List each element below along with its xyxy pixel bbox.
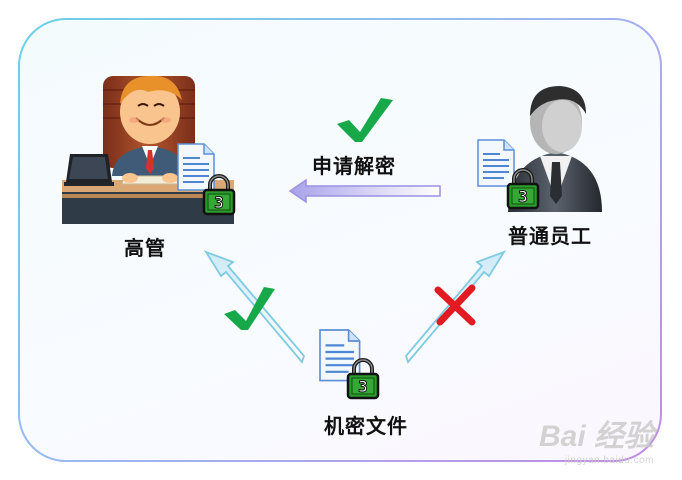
watermark-brand: Bai 经验 bbox=[538, 420, 654, 453]
executive-illustration bbox=[62, 75, 234, 224]
executive-label: 高管 bbox=[124, 236, 166, 260]
file-to-executive-arrow bbox=[203, 250, 306, 364]
svg-text:3: 3 bbox=[518, 187, 528, 206]
svg-text:3: 3 bbox=[214, 193, 224, 212]
check-mark-icon bbox=[224, 287, 275, 330]
executive-lock-icon: 3 bbox=[202, 174, 236, 216]
file-to-employee-arrow bbox=[404, 250, 507, 364]
confidential-file-label: 机密文件 bbox=[324, 414, 408, 438]
request-arrow bbox=[288, 178, 441, 204]
employee-lock-icon: 3 bbox=[506, 168, 540, 210]
watermark: Bai 经验 jingyan.baidu.com bbox=[539, 411, 654, 466]
svg-text:3: 3 bbox=[358, 377, 368, 396]
employee-label: 普通员工 bbox=[508, 224, 592, 248]
employee-document-icon bbox=[477, 139, 515, 187]
request-decrypt-label: 申请解密 bbox=[312, 154, 396, 178]
cross-mark-icon bbox=[434, 284, 476, 326]
check-mark-icon bbox=[337, 98, 393, 142]
watermark-url: jingyan.baidu.com bbox=[564, 455, 654, 466]
file-lock-icon: 3 bbox=[346, 358, 380, 400]
